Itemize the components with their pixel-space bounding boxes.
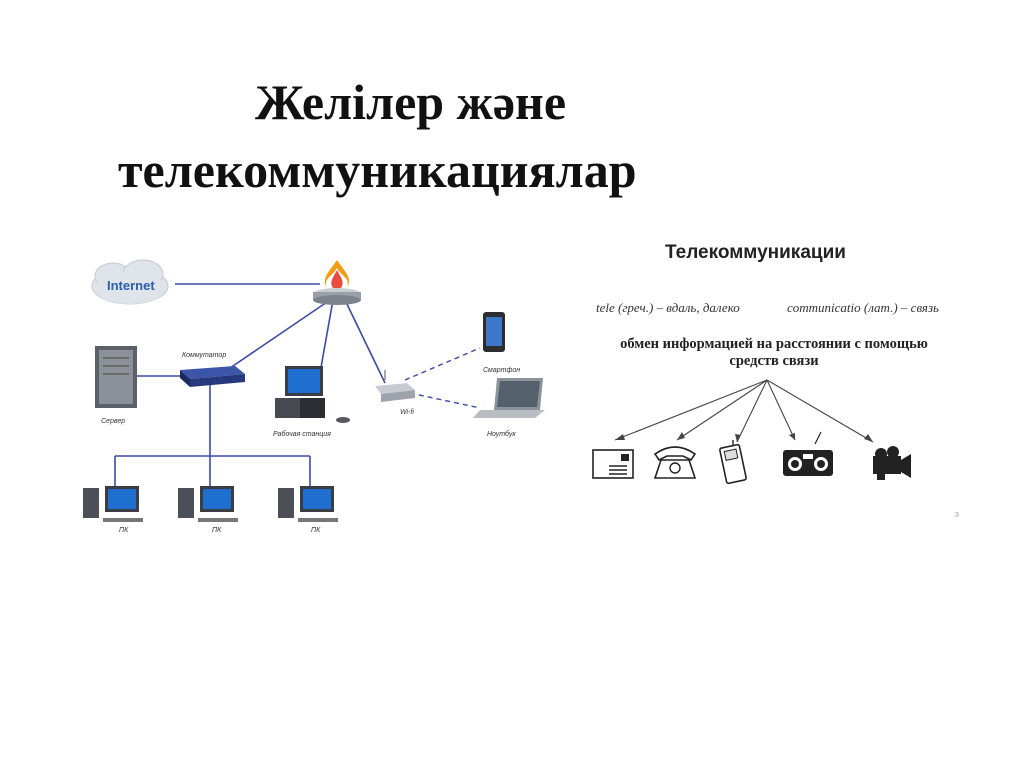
envelope-icon xyxy=(592,449,634,479)
smartphone-label: Смартфон xyxy=(483,367,520,374)
pc-3-icon: ПК xyxy=(278,486,338,534)
slide-title-line-2: телекоммуникациялар xyxy=(118,142,637,198)
slide-title-line-1: Желілер және xyxy=(255,74,567,130)
internet-cloud-icon: Internet xyxy=(91,259,169,305)
wifi-router-icon: Wi-fi xyxy=(375,370,415,416)
link-firewall-switch xyxy=(229,299,331,369)
laptop-label: Ноутбук xyxy=(487,430,516,438)
workstation-icon: Рабочая станция xyxy=(273,366,350,438)
pc-2-icon: ПК xyxy=(178,486,238,534)
pc-2-label: ПК xyxy=(212,527,222,534)
wifi-label: Wi-fi xyxy=(400,409,414,416)
telecom-means-diagram xyxy=(592,379,911,485)
network-links xyxy=(114,283,386,486)
switch-label: Коммутатор xyxy=(182,352,226,359)
page-number: 3 xyxy=(955,512,959,519)
etymology-tele: tele (греч.) – вдаль, далеко xyxy=(596,300,740,315)
wifi-link-smartphone xyxy=(404,347,481,381)
video-camera-icon xyxy=(873,446,911,480)
telecom-title: Телекоммуникации xyxy=(665,242,846,263)
link-firewall-workstation xyxy=(319,299,334,374)
pc-1-icon: ПК xyxy=(83,486,143,534)
pc-1-label: ПК xyxy=(119,527,129,534)
radio-icon xyxy=(783,431,833,476)
server-label: Сервер xyxy=(101,418,125,425)
mobile-phone-icon xyxy=(719,440,747,485)
pc-3-label: ПК xyxy=(311,527,321,534)
telephone-icon xyxy=(653,446,697,479)
firewall-icon xyxy=(313,260,361,305)
server-icon: Сервер xyxy=(95,346,137,425)
internet-label: Internet xyxy=(107,278,155,293)
telecom-definition: обмен информацией на расстоянии с помощь… xyxy=(620,336,928,369)
wifi-link-laptop xyxy=(409,392,481,409)
telecom-arrows xyxy=(614,379,874,443)
network-diagram: Internet Коммутатор Сервер xyxy=(83,259,545,534)
wifi-links xyxy=(404,347,481,409)
workstation-label: Рабочая станция xyxy=(273,430,331,438)
link-firewall-wifi xyxy=(344,299,386,384)
smartphone-icon: Смартфон xyxy=(483,312,520,374)
laptop-icon: Ноутбук xyxy=(473,378,545,438)
switch-icon: Коммутатор xyxy=(180,352,245,387)
etymology-communicatio: communicatio (лат.) – связь xyxy=(787,300,939,315)
